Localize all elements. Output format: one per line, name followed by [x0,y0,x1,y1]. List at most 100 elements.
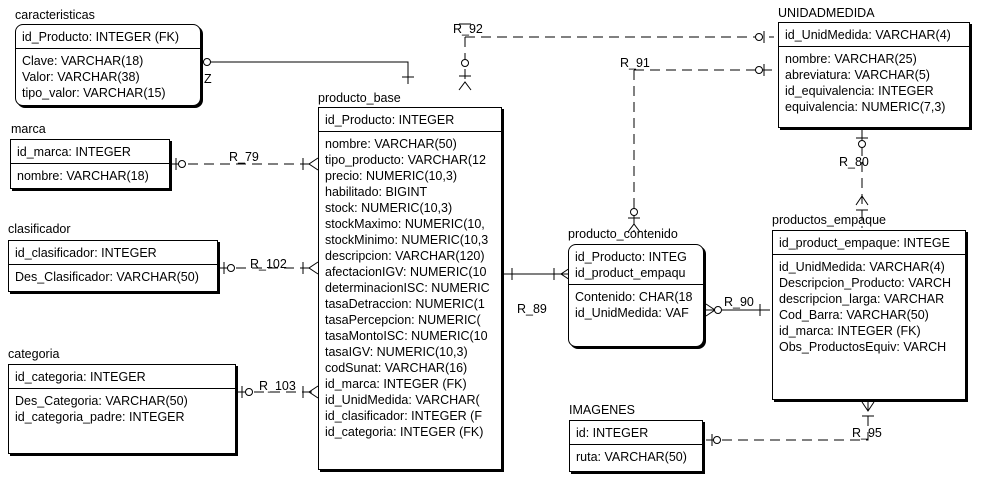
rel-r102-line [220,261,319,275]
pk-section: id_marca: INTEGER [11,140,169,164]
attr-field: id_marca: INTEGER (FK) [779,324,921,338]
attr-section: nombre: VARCHAR(50) tipo_producto: VARCH… [319,132,501,442]
rel-r91-line [627,64,774,233]
rel-r92-label: R_92 [453,22,483,36]
attr-field: descripcion: VARCHAR(120) [325,249,485,263]
pk-field: id_Producto: INTEGER [325,113,455,127]
pk-field: id_marca: INTEGER [17,145,131,159]
attr-field: afectacionIGV: NUMERIC(10 [325,265,487,279]
entity-title-caracteristicas: caracteristicas [15,8,95,22]
entity-producto-contenido[interactable]: id_Producto: INTEG id_product_empaqu Con… [568,244,704,347]
attr-field: tipo_valor: VARCHAR(15) [22,86,166,100]
rel-r95-label: R_95 [852,426,882,440]
entity-title-categoria: categoria [8,347,60,361]
rel-r103-label: R_103 [259,379,296,393]
rel-r90-line [705,303,770,317]
attr-field: id_UnidMedida: VARCHAR( [325,393,480,407]
entity-clasificador[interactable]: id_clasificador: INTEGER Des_Clasificado… [8,240,218,292]
pk-section: id_clasificador: INTEGER [9,241,217,265]
attr-section: nombre: VARCHAR(18) [11,164,169,186]
attr-field: id_equivalencia: INTEGER [785,84,934,98]
attr-field: stockMaximo: NUMERIC(10, [325,217,485,231]
pk-field: id_clasificador: INTEGER [15,246,157,260]
attr-field: id_categoria_padre: INTEGER [15,410,185,424]
entity-marca[interactable]: id_marca: INTEGER nombre: VARCHAR(18) [10,139,170,189]
pk-field: id_UnidMedida: VARCHAR(4) [785,28,951,42]
attr-field: nombre: VARCHAR(50) [325,137,457,151]
rel-r80-label: R_80 [839,155,869,169]
entity-unidadmedida[interactable]: id_UnidMedida: VARCHAR(4) nombre: VARCHA… [778,22,970,128]
pk-section: id_Producto: INTEG id_product_empaqu [569,245,703,285]
entity-caracteristicas[interactable]: id_Producto: INTEGER (FK) Clave: VARCHAR… [15,24,201,106]
attr-field: habilitado: BIGINT [325,185,428,199]
rel-r92-line [458,23,774,91]
pk-section: id: INTEGER [570,421,702,445]
entity-title-producto-base: producto_base [318,91,401,105]
rel-r91-label: R_91 [620,56,650,70]
entity-categoria[interactable]: id_categoria: INTEGER Des_Categoria: VAR… [8,364,236,454]
attr-field: stock: NUMERIC(10,3) [325,201,453,215]
rel-r80-line [855,130,869,228]
attr-field: precio: NUMERIC(10,3) [325,169,457,183]
attr-section: Des_Clasificador: VARCHAR(50) [9,265,217,287]
attr-field: codSunat: VARCHAR(16) [325,361,468,375]
pk-section: id_Producto: INTEGER [319,108,501,132]
pk-field: id_product_empaqu [575,266,686,280]
pk-field: id_Producto: INTEG [575,250,687,264]
rel-r89-line [504,267,571,281]
attr-field: Obs_ProductosEquiv: VARCH [779,340,947,354]
attr-field: tipo_producto: VARCHAR(12 [325,153,486,167]
attr-field: id_clasificador: INTEGER (F [325,409,482,423]
pk-section: id_Producto: INTEGER (FK) [16,25,200,49]
pk-field: id_Producto: INTEGER (FK) [22,30,179,44]
attr-field: Contenido: CHAR(18 [575,290,693,304]
pk-field: id: INTEGER [576,426,649,440]
attr-field: tasaPercepcion: NUMERIC( [325,313,481,327]
attr-field: tasaIGV: NUMERIC(10,3) [325,345,468,359]
attr-field: id_categoria: INTEGER (FK) [325,425,484,439]
pk-section: id_product_empaque: INTEGE [773,231,965,255]
attr-field: abreviatura: VARCHAR(5) [785,68,930,82]
rel-r103-line [238,385,319,399]
attr-field: tasaMontoISC: NUMERIC(10 [325,329,488,343]
pk-field: id_product_empaque: INTEGE [779,236,950,250]
attr-field: ruta: VARCHAR(50) [576,450,687,464]
attr-field: equivalencia: NUMERIC(7,3) [785,100,946,114]
entity-producto-base[interactable]: id_Producto: INTEGER nombre: VARCHAR(50)… [318,107,502,470]
attr-section: Contenido: CHAR(18 id_UnidMedida: VAF [569,285,703,323]
attr-field: descripcion_larga: VARCHAR [779,292,945,306]
attr-field: determinacionISC: NUMERIC [325,281,490,295]
attr-section: ruta: VARCHAR(50) [570,445,702,467]
attr-field: Des_Clasificador: VARCHAR(50) [15,270,199,284]
entity-imagenes[interactable]: id: INTEGER ruta: VARCHAR(50) [569,420,703,472]
entity-title-producto-contenido: producto_contenido [568,227,678,241]
entity-title-clasificador: clasificador [8,222,71,236]
attr-field: stockMinimo: NUMERIC(10,3 [325,233,489,247]
attr-field: nombre: VARCHAR(25) [785,52,917,66]
rel-r79-label: R_79 [229,150,259,164]
entity-title-imagenes: IMAGENES [569,403,635,417]
rel-r95-line [706,400,875,446]
pk-section: id_UnidMedida: VARCHAR(4) [779,23,969,47]
attr-field: nombre: VARCHAR(18) [17,169,149,183]
rel-caracteristicas-producto-base [200,58,414,84]
attr-field: tasaDetraccion: NUMERIC(1 [325,297,485,311]
rel-r89-label: R_89 [517,302,547,316]
entity-title-productos-empaque: productos_empaque [772,213,886,227]
attr-section: Des_Categoria: VARCHAR(50) id_categoria_… [9,389,235,427]
rel-r90-label: R_90 [724,295,754,309]
entity-title-marca: marca [11,122,46,136]
attr-field: id_UnidMedida: VARCHAR(4) [779,260,945,274]
attr-section: nombre: VARCHAR(25) abreviatura: VARCHAR… [779,47,969,117]
attr-field: Des_Categoria: VARCHAR(50) [15,394,188,408]
attr-field: Cod_Barra: VARCHAR(50) [779,308,929,322]
attr-field: Valor: VARCHAR(38) [22,70,140,84]
rel-r79-line [172,157,319,171]
pk-field: id_categoria: INTEGER [15,370,146,384]
cardinality-z-mark: Z [204,72,212,86]
rel-r102-label: R_102 [250,257,287,271]
entity-productos-empaque[interactable]: id_product_empaque: INTEGE id_UnidMedida… [772,230,966,400]
attr-field: Clave: VARCHAR(18) [22,54,144,68]
